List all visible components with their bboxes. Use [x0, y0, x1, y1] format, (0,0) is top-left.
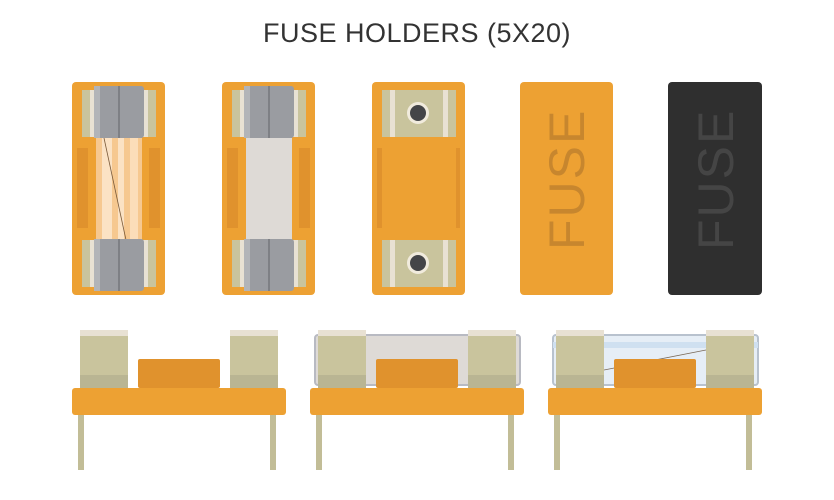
holder-with-glass-fuse: [72, 82, 165, 295]
fuse-label: FUSE: [539, 109, 595, 250]
glass-fuse: [94, 86, 144, 291]
fuse-label: FUSE: [688, 109, 744, 250]
ceramic-fuse-holder-side: [310, 330, 524, 470]
black-cover: FUSE: [668, 82, 762, 295]
ceramic-fuse: [244, 86, 294, 291]
empty-holder: [372, 82, 465, 295]
holder-with-ceramic-fuse: [222, 82, 315, 295]
page-title: FUSE HOLDERS (5X20): [262, 18, 572, 48]
orange-cover: FUSE: [520, 82, 613, 295]
empty-holder-side: [72, 330, 286, 470]
glass-fuse-holder-side: [548, 330, 762, 470]
